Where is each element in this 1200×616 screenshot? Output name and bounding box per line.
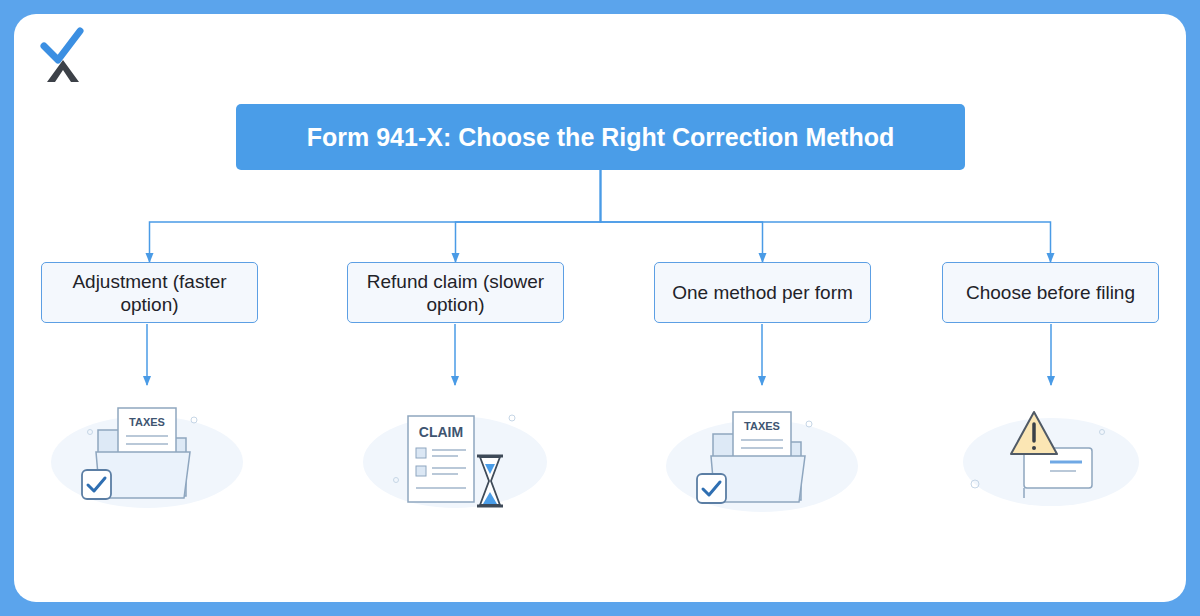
warning-dot [1032,446,1036,450]
brand-logo [44,31,80,82]
doc-line [432,467,466,469]
paper-line [741,439,783,441]
card-line [1050,470,1076,472]
tax-folder-illustration [666,412,858,512]
claim-illustration [363,415,547,508]
sparkle [394,478,399,483]
hourglass [477,456,503,506]
option-box: Choose before filing [942,262,1159,323]
leader-arrow [1050,324,1052,385]
node-text: Refund claim (slower option) [362,270,549,316]
hourglass-sand [485,464,495,474]
node-text: Adjustment (faster option) [56,270,243,316]
warning-bar [1032,424,1036,441]
connector-group [150,170,1051,262]
option-box: Refund claim (slower option) [347,262,564,323]
connector-arrow [601,170,1051,262]
soft-background [363,416,547,508]
tax-folder-illustration [51,408,243,508]
option-box: Adjustment (faster option) [41,262,258,323]
check-mark [88,478,105,491]
illustration-label: CLAIM [419,424,463,440]
connector-arrow [150,170,601,262]
option-box: One method per form [654,262,871,323]
doc-line [416,487,466,489]
hourglass-glass [480,457,500,505]
hourglass-sand [483,492,497,504]
doc-line [432,473,458,475]
doc-line [432,455,458,457]
title-box: Form 941-X: Choose the Right Correction … [236,104,965,170]
paper-line [126,443,168,445]
connector-arrow [601,170,763,262]
node-text: One method per form [672,281,853,304]
doc-line [432,449,466,451]
paper-line [126,435,168,437]
doc-icon [416,448,426,458]
sparkle [509,415,515,421]
node-text: Form 941-X: Choose the Right Correction … [307,123,895,152]
logo-x [47,60,79,82]
warning-illustration [963,412,1139,506]
illustration-label: TAXES [744,420,780,432]
card-line [1050,461,1082,464]
soft-background [963,418,1139,506]
node-text: Choose before filing [966,281,1135,304]
card-stand [1023,488,1025,498]
connector-arrow [456,170,601,262]
sparkle [191,417,197,423]
illustration-arrows [147,324,1051,385]
leader-arrow [454,324,456,385]
sparkle [806,421,812,427]
illustration-label: TAXES [129,416,165,428]
leader-arrow [146,324,148,385]
warning-triangle [1011,412,1057,454]
paper-line [741,447,783,449]
leader-arrow [761,324,763,385]
sparkle [88,430,93,435]
checkbox [697,474,726,503]
sparkle [1100,430,1105,435]
check-mark [703,482,720,495]
sparkle [971,480,979,488]
doc-icon [416,466,426,476]
checkbox [82,470,111,499]
logo-check [44,31,80,60]
claim-document [408,416,474,502]
